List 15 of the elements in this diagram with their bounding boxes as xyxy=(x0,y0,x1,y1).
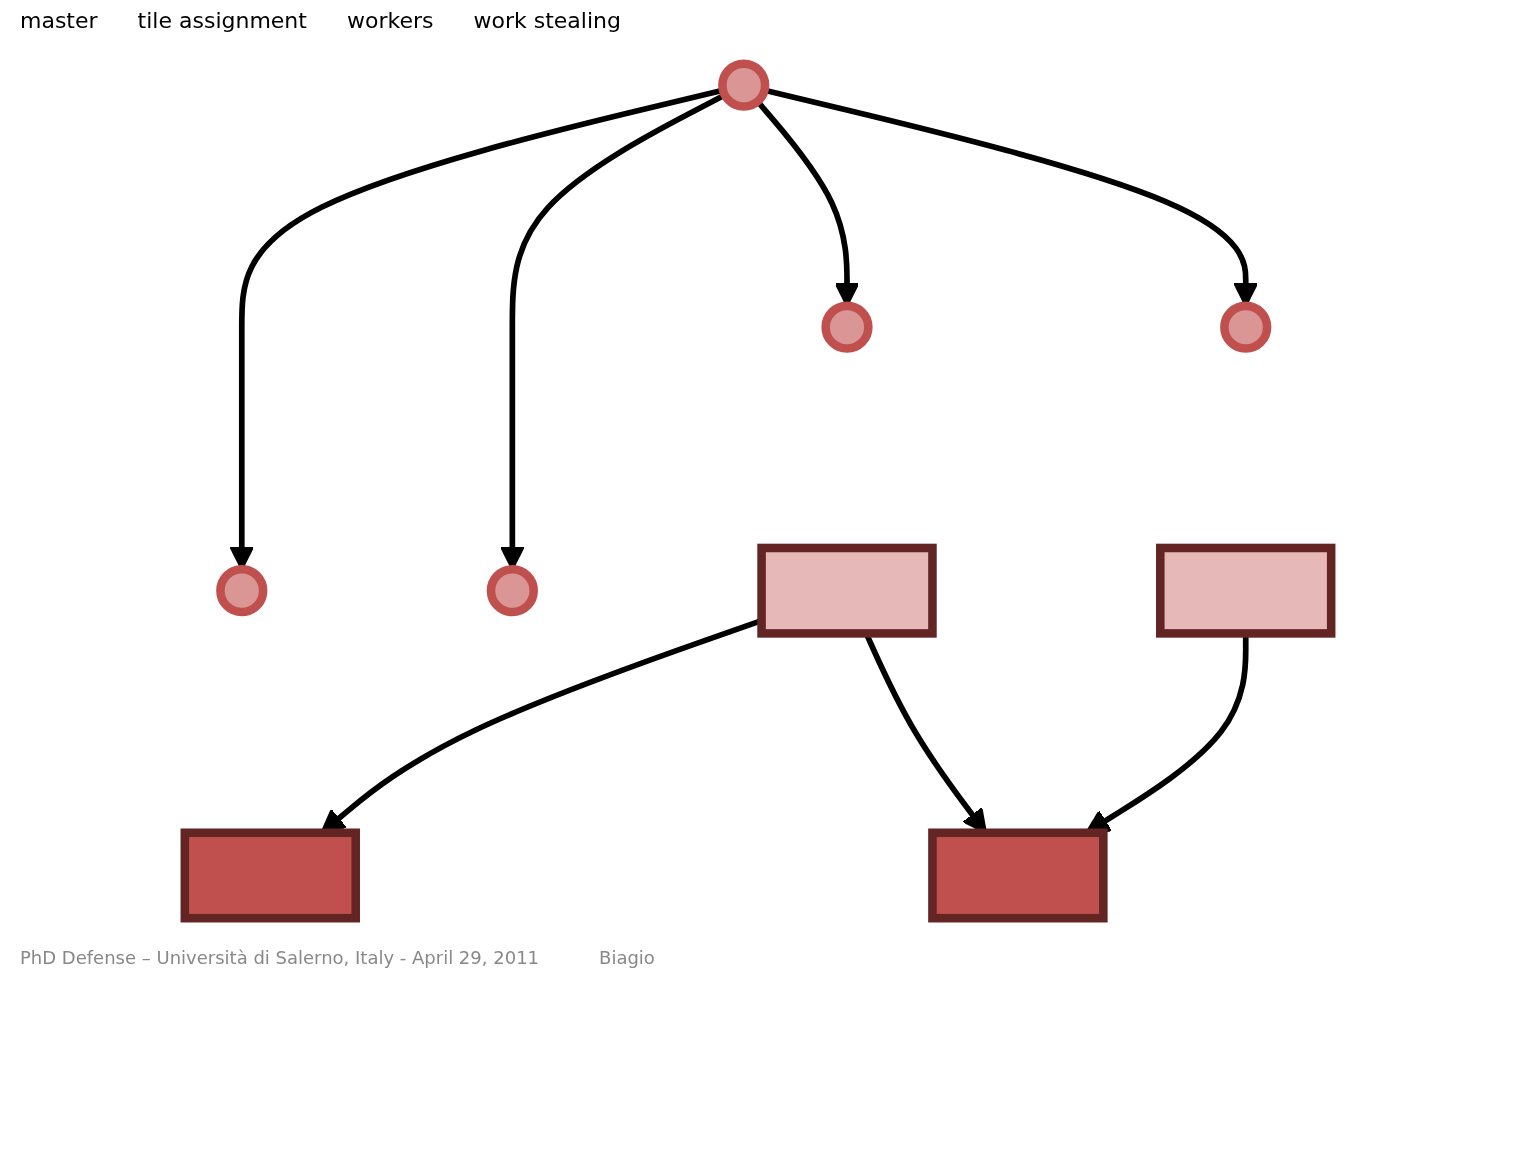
text-label: master xyxy=(20,8,98,33)
node-bar xyxy=(928,828,1108,923)
node-circle xyxy=(216,565,268,617)
text-label: workers xyxy=(346,8,434,33)
text-label: work stealing xyxy=(473,8,621,33)
text-label: tile assignment xyxy=(137,8,307,33)
text-label: PhD Defense – Università di Salerno, Italy - April 29, 2011 xyxy=(20,947,540,968)
node-bar xyxy=(1156,543,1336,638)
node-circle xyxy=(1220,301,1272,353)
node-bar xyxy=(757,543,937,638)
node-circle xyxy=(486,565,538,617)
text-label: Biagio xyxy=(599,947,655,968)
node-circle xyxy=(821,301,873,353)
node-bar xyxy=(180,828,360,923)
node-circle xyxy=(718,59,770,111)
